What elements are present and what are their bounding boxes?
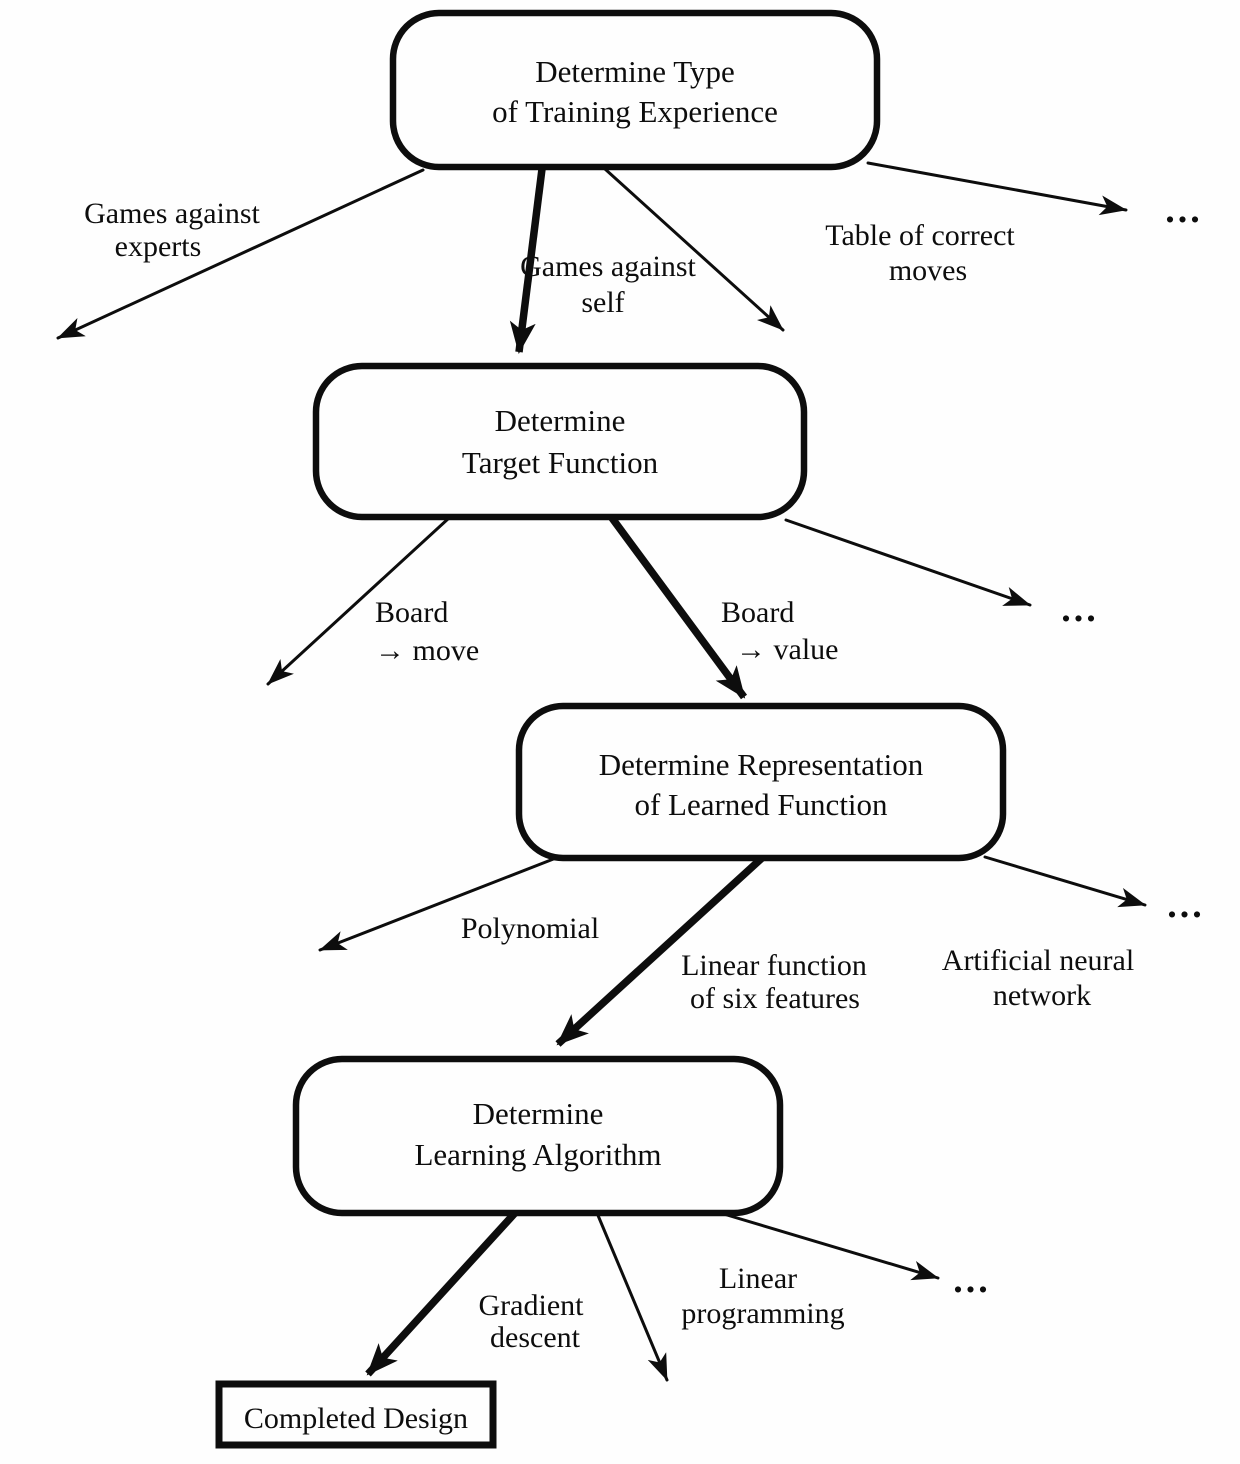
node-learning-algorithm-line1: Determine (473, 1096, 604, 1131)
node-completed-design-label: Completed Design (244, 1402, 468, 1435)
label-artificial-neural-network-line2: network (993, 979, 1091, 1012)
node-target-function-line1: Determine (495, 403, 626, 438)
label-linear-programming-line2: programming (681, 1297, 844, 1330)
label-ellipsis-algorithm: ... (953, 1259, 991, 1301)
edge-board-move (266, 516, 451, 686)
label-gradient-descent-line2: descent (490, 1321, 581, 1354)
label-linear-function-line2: of six features (690, 982, 860, 1015)
node-learning-algorithm-line2: Learning Algorithm (414, 1137, 661, 1172)
edge-other-target-function (784, 518, 1032, 607)
label-ellipsis-experience: ... (1165, 189, 1203, 231)
label-artificial-neural-network-line1: Artificial neural (942, 944, 1134, 977)
label-gradient-descent-line1: Gradient (479, 1289, 585, 1322)
label-linear-function-line1: Linear function (681, 949, 867, 982)
node-representation-line2: of Learned Function (634, 787, 888, 822)
node-representation-line1: Determine Representation (599, 747, 924, 782)
edge-table-of-correct-moves (603, 167, 785, 332)
edge-other-representation (983, 855, 1147, 908)
node-training-experience-line1: Determine Type (535, 54, 735, 89)
edge-polynomial (318, 856, 558, 952)
edge-linear-function-six-features (555, 855, 765, 1047)
label-ellipsis-representation: ... (1167, 884, 1205, 926)
label-games-against-self-line2: self (581, 286, 624, 319)
edge-other-algorithm (715, 1210, 940, 1281)
label-board-value-line1: Board (721, 596, 794, 629)
label-board-move-line1: Board (375, 596, 448, 629)
edge-games-against-self (509, 168, 546, 354)
node-learning-algorithm (292, 1055, 784, 1217)
edge-board-value (608, 515, 748, 700)
label-board-value-line2: → value (736, 633, 838, 666)
edge-games-against-experts (56, 168, 425, 340)
label-games-against-self-line1: Games against (520, 250, 696, 283)
label-games-against-experts-line2: experts (115, 230, 202, 263)
label-polynomial: Polynomial (461, 912, 599, 945)
label-board-move-line2: → move (375, 634, 479, 667)
edge-other-experience (866, 161, 1128, 216)
label-linear-programming-line1: Linear (719, 1262, 797, 1295)
label-games-against-experts-line1: Games against (84, 197, 260, 230)
node-training-experience (389, 9, 881, 171)
node-completed-design (215, 1380, 497, 1449)
node-target-function (312, 362, 808, 521)
node-representation (515, 702, 1007, 862)
edge-linear-programming (595, 1211, 669, 1382)
edge-gradient-descent (365, 1210, 518, 1377)
label-ellipsis-target-function: ... (1061, 588, 1099, 630)
node-training-experience-line2: of Training Experience (492, 94, 778, 129)
node-target-function-line2: Target Function (462, 445, 659, 480)
label-table-of-correct-moves-line1: Table of correct (825, 219, 1015, 252)
label-table-of-correct-moves-line2: moves (889, 254, 967, 287)
